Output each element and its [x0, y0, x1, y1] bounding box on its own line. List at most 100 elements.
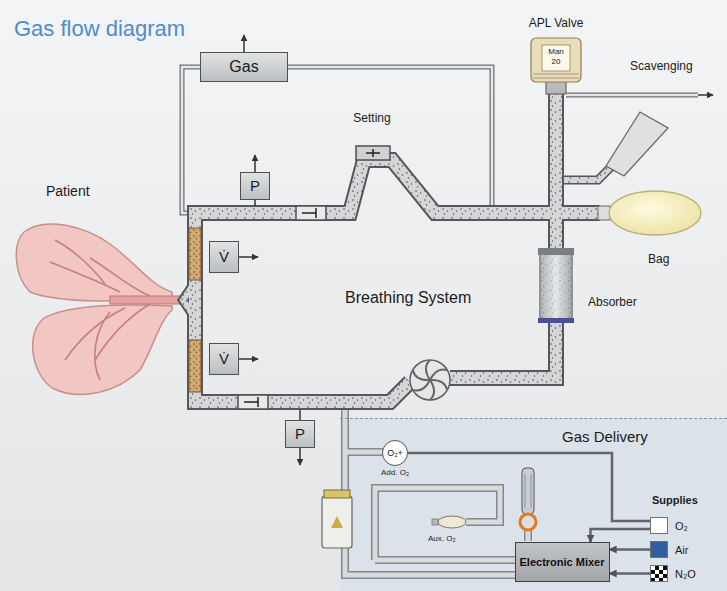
node-label: Air — [675, 542, 688, 559]
apl-valve-knob — [531, 38, 581, 82]
gas-pipe-connector — [591, 529, 651, 542]
pressure-sensor-box: P — [240, 172, 270, 200]
sensor-arrow — [239, 358, 258, 360]
oxygen-flowmeter — [522, 468, 534, 514]
section-label: Breathing System — [345, 289, 471, 307]
circulation-fan — [410, 360, 450, 400]
node-label: V̇ — [219, 248, 229, 265]
diagram-title: Gas flow diagram — [14, 16, 185, 41]
pressure-sensor-box: P — [285, 420, 315, 448]
gas-delivery-ground — [340, 418, 727, 591]
gas-pipe-connector — [408, 453, 650, 521]
electronic-mixer-box: Electronic Mixer — [515, 542, 610, 582]
delivery-pipe — [345, 410, 528, 575]
filter-element — [189, 228, 201, 392]
vaporizer — [322, 490, 352, 548]
delivery-pipe — [345, 410, 528, 575]
flow-sensor-box: V̇ — [209, 343, 239, 375]
check-valve — [238, 395, 268, 409]
setting-piston — [356, 146, 390, 160]
scavenging-line — [566, 94, 698, 97]
setting-piston — [356, 146, 390, 160]
breathing-circuit-pipe — [195, 94, 600, 402]
node-label: O₂ — [675, 518, 688, 535]
gas-pipe-connector — [610, 548, 651, 551]
part-label: Setting — [353, 112, 390, 126]
sensor-arrow — [239, 35, 300, 465]
co2-absorber — [538, 248, 574, 255]
apl-valve-knob — [531, 38, 581, 94]
vaporizer — [331, 516, 343, 528]
gas-sample-line — [182, 67, 492, 213]
circulation-fan — [430, 369, 447, 380]
gas-sample-line — [182, 67, 492, 213]
node-label: V̇ — [219, 350, 229, 367]
gas-pipe-connector — [610, 572, 651, 575]
reservoir-bag — [598, 206, 610, 220]
group-heading: Supplies — [652, 494, 698, 507]
vaporizer — [322, 496, 352, 548]
aux-oxygen-flowmeter — [432, 516, 466, 528]
oxygen-flush-circle: O₂+ — [382, 440, 408, 466]
gas-analyzer-box: Gas — [200, 52, 288, 82]
gas-sample-line — [182, 67, 492, 213]
sensor-arrow — [243, 35, 245, 52]
sensor-arrow — [239, 256, 258, 258]
node-label: Electronic Mixer — [520, 556, 605, 569]
sensor-arrow — [299, 448, 301, 465]
sensor-arrow — [254, 155, 256, 172]
lungs-illustration — [50, 240, 150, 296]
lungs-illustration — [110, 296, 184, 304]
sensor-arrow — [299, 410, 301, 420]
part-label: Aux. O₂ — [428, 534, 456, 543]
circulation-fan — [410, 360, 450, 400]
co2-absorber — [540, 252, 572, 322]
supply-square: Air — [650, 541, 668, 558]
breathing-circuit-pipe — [195, 94, 600, 402]
lungs-illustration — [16, 224, 184, 394]
knob-setting: 20 — [552, 57, 561, 66]
check-valve — [244, 397, 258, 407]
reservoir-bag — [609, 191, 701, 235]
reservoir-bag — [598, 191, 701, 235]
oxygen-flowmeter — [525, 474, 531, 508]
apl-valve-knob — [542, 45, 570, 71]
check-valve — [238, 206, 326, 409]
co2-absorber — [538, 318, 574, 323]
check-valve — [302, 208, 316, 218]
node-label: Gas — [229, 58, 258, 76]
check-valve — [296, 206, 326, 220]
supply-square: O₂ — [650, 517, 668, 534]
part-label: APL Valve — [529, 17, 584, 31]
co2-absorber — [538, 248, 574, 323]
scavenging-line — [564, 95, 713, 180]
filter-element — [189, 340, 201, 392]
oxygen-flowmeter — [520, 514, 536, 530]
node-label: Gas Delivery — [562, 428, 648, 445]
circulation-fan — [421, 360, 439, 380]
node-label: P — [295, 425, 305, 442]
breathing-circuit-pipe — [183, 94, 600, 402]
scavenging-line — [698, 94, 713, 96]
part-label: Scavenging — [630, 60, 693, 74]
part-label: Add. O₂ — [381, 468, 409, 477]
part-label: Bag — [648, 253, 669, 267]
lungs-illustration — [65, 304, 150, 380]
patient-label: Patient — [46, 183, 90, 199]
node-label: P — [250, 177, 260, 194]
sensor-arrow — [254, 200, 256, 206]
co2-absorber — [540, 252, 572, 322]
oxygen-flowmeter — [520, 468, 536, 530]
node-label: N₂O — [675, 566, 696, 583]
aux-oxygen-flowmeter — [432, 519, 438, 525]
flow-sensor-box: V̇ — [209, 241, 239, 273]
vaporizer — [324, 490, 350, 498]
circulation-fan — [422, 380, 440, 400]
apl-valve-knob — [533, 74, 579, 78]
knob-setting: Man — [548, 47, 564, 56]
supply-square: N₂O — [650, 565, 668, 582]
part-label: Absorber — [588, 296, 637, 310]
scavenging-funnel — [606, 112, 668, 176]
breathing-circuit-pipe — [183, 282, 195, 318]
node-label: O₂+ — [387, 448, 403, 458]
